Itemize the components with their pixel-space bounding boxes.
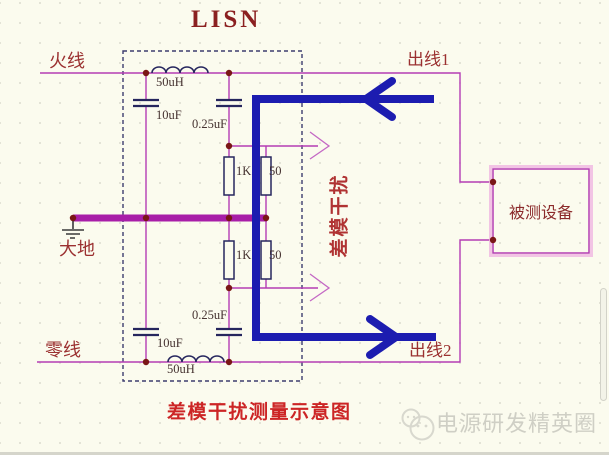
cap-025uf-top-value: 0.25uF [192, 117, 228, 131]
tap-arrowhead-bottom-icon [309, 273, 331, 302]
resistor-50-bottom-value: 50 [269, 248, 282, 262]
dut-box-glow [489, 165, 593, 257]
inductor-bottom [167, 355, 225, 363]
resistor-50-top-value: 50 [269, 164, 282, 178]
caption-title: 差模干扰测量示意图 [167, 402, 352, 423]
scrollbar-thumb[interactable] [600, 288, 607, 401]
dm-current-arrow-right-icon [366, 315, 400, 359]
window-bottom-edge [0, 452, 609, 455]
dut-box [492, 168, 590, 254]
inductor-bottom-value: 50uH [167, 362, 195, 376]
dut-label: 被测设备 [508, 205, 573, 222]
cap-10uf-top-value: 10uF [156, 108, 182, 122]
inductor-top [151, 66, 209, 74]
lisn-dashed-box [122, 50, 303, 382]
live-wire-label: 火线 [49, 51, 85, 71]
dm-current-path [252, 95, 436, 341]
lisn-title: LISN [191, 6, 262, 33]
cap-10uf-bottom-value: 10uF [157, 336, 183, 350]
dm-current-arrow-left-icon [362, 77, 396, 121]
junction-dots [69, 69, 497, 366]
resistor-1k-bottom [223, 240, 235, 280]
dut-label-box: 被测设备 [493, 169, 589, 253]
dm-interference-label-wrap: 差模干扰 [313, 156, 363, 274]
capacitor-025uf-top [216, 98, 242, 108]
capacitor-025uf-bottom [216, 327, 242, 337]
resistor-50-top [260, 156, 272, 196]
neutral-wire [37, 239, 491, 363]
watermark-logo-icon [401, 408, 435, 441]
earth-ground-icon [62, 221, 84, 239]
watermark-text: 电源研发精英圈 [436, 411, 598, 436]
cap-025uf-bottom-value: 0.25uF [192, 308, 228, 322]
neutral-wire-label: 零线 [45, 340, 81, 360]
resistor-1k-top-value: 1K [236, 164, 252, 178]
tap-arrowhead-top-icon [309, 131, 331, 160]
dm-interference-label: 差模干扰 [329, 172, 351, 258]
earth-label: 大地 [59, 239, 95, 259]
out2-label: 出线2 [409, 341, 452, 360]
live-wire [40, 72, 491, 183]
resistor-1k-top [223, 156, 235, 196]
capacitor-10uf-bottom [133, 327, 159, 337]
resistor-1k-bottom-value: 1K [236, 248, 252, 262]
inductor-top-value: 50uH [156, 75, 184, 89]
resistor-50-bottom [260, 240, 272, 280]
out1-label: 出线1 [407, 50, 450, 69]
capacitor-10uf-top [133, 98, 159, 108]
